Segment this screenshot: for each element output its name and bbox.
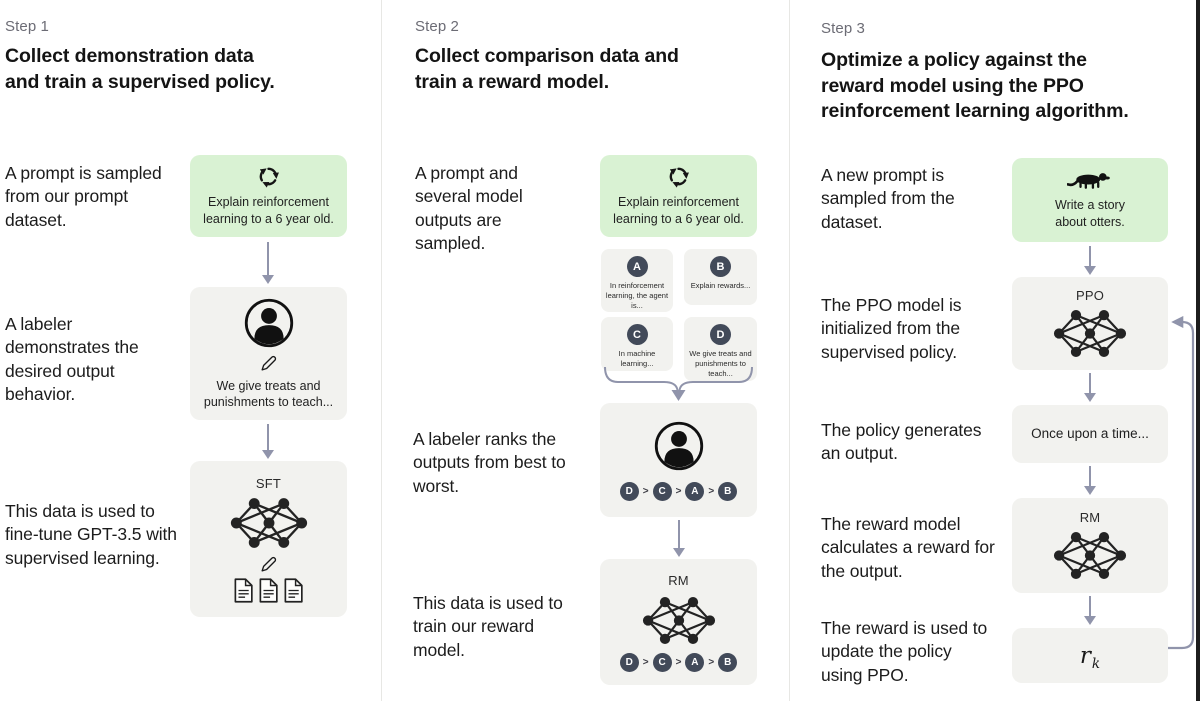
output-text-b: Explain rewards... — [690, 281, 751, 290]
pencil-icon — [259, 555, 278, 574]
step2-caption-sample: A prompt and several model outputs are s… — [415, 163, 523, 253]
step2-caption-rank: A labeler ranks the outputs from best to… — [413, 429, 566, 496]
step3-output-box: Once upon a time... — [1012, 405, 1168, 463]
sft-label: SFT — [255, 475, 282, 491]
step3-caption-update: The reward is used to update the policy … — [821, 618, 988, 685]
step2-prompt-text: Explain reinforcement learning to a 6 ye… — [613, 195, 744, 226]
step1-title: Collect demonstration data and train a s… — [5, 45, 275, 93]
output-box-b: B Explain rewards... — [684, 249, 757, 305]
arrow-down-icon — [267, 242, 269, 276]
step1-label: Step 1 — [5, 18, 49, 35]
step1-prompt-text: Explain reinforcement learning to a 6 ye… — [203, 195, 334, 226]
step3-title: Optimize a policy against the reward mod… — [821, 49, 1129, 123]
step1-sft-box: SFT — [190, 461, 347, 617]
step3-reward-box: r k — [1012, 628, 1168, 683]
step3-output-text: Once upon a time... — [1031, 426, 1149, 442]
rank-separator: > — [708, 485, 715, 497]
step1-labeler-text: We give treats and punishments to teach.… — [203, 378, 334, 410]
feedback-loop-arrow — [1168, 315, 1195, 650]
step1-caption-finetune: This data is used to fine-tune GPT-3.5 w… — [5, 501, 177, 568]
rank-separator: > — [675, 656, 682, 668]
step1-labeler-box: We give treats and punishments to teach.… — [190, 287, 347, 420]
output-badge-c: C — [626, 324, 648, 345]
step3-caption-output: The policy generates an output. — [821, 420, 982, 464]
rank-badge: B — [718, 481, 738, 501]
step3-caption-init: The PPO model is initialized from the su… — [821, 295, 962, 362]
arrow-down-icon — [678, 520, 680, 549]
output-badge-a: A — [626, 256, 648, 277]
rm-label: RM — [668, 572, 689, 588]
ranking-row: D > C > A > B — [619, 481, 738, 501]
output-text-a: In reinforcement learning, the agent is.… — [605, 281, 669, 310]
reward-symbol-r: r — [1079, 642, 1091, 669]
otter-icon — [1067, 170, 1113, 190]
step2-label: Step 2 — [415, 18, 459, 35]
person-icon — [653, 420, 705, 472]
step3-prompt-text: Write a story about otters. — [1055, 198, 1125, 229]
output-text-d: We give treats and punishments to teach.… — [689, 349, 752, 378]
arrow-down-icon — [1089, 596, 1091, 617]
rm-label: RM — [1079, 509, 1101, 525]
output-box-d: D We give treats and punishments to teac… — [684, 317, 757, 381]
cycle-icon — [667, 165, 690, 188]
document-icon — [258, 578, 279, 603]
column-divider-2 — [789, 0, 790, 701]
rank-badge: B — [718, 652, 738, 672]
cycle-icon — [257, 165, 280, 188]
bracket-merge-arrow — [604, 366, 753, 401]
output-box-c: C In machine learning... — [601, 317, 673, 371]
step1-prompt-box: Explain reinforcement learning to a 6 ye… — [190, 155, 347, 237]
step3-caption-sample: A new prompt is sampled from the dataset… — [821, 165, 955, 232]
arrow-down-icon — [1089, 466, 1091, 487]
arrow-down-icon — [1089, 373, 1091, 394]
step2-title: Collect comparison data and train a rewa… — [415, 45, 679, 93]
rank-separator: > — [642, 485, 649, 497]
rank-badge: A — [685, 652, 705, 672]
output-box-a: A In reinforcement learning, the agent i… — [601, 249, 673, 312]
rank-separator: > — [708, 656, 715, 668]
column-divider-1 — [381, 0, 382, 701]
output-badge-b: B — [710, 256, 731, 277]
pencil-icon — [259, 354, 278, 373]
document-icon — [283, 578, 304, 603]
network-icon — [230, 495, 308, 551]
ranking-row: D > C > A > B — [619, 652, 738, 672]
documents-icon — [233, 578, 304, 603]
network-icon — [642, 594, 716, 647]
reward-symbol: r k — [1079, 642, 1101, 672]
network-icon — [1053, 307, 1127, 360]
reward-symbol-subscript: k — [1091, 655, 1101, 672]
rank-badge: D — [619, 481, 639, 501]
step3-prompt-box: Write a story about otters. — [1012, 158, 1168, 242]
network-icon — [1053, 529, 1127, 582]
step3-label: Step 3 — [821, 20, 865, 37]
rank-badge: D — [619, 652, 639, 672]
step1-caption-labeler: A labeler demonstrates the desired outpu… — [5, 314, 139, 404]
rank-badge: A — [685, 481, 705, 501]
step3-caption-reward: The reward model calculates a reward for… — [821, 514, 995, 581]
document-icon — [233, 578, 254, 603]
right-edge-strip — [1196, 0, 1200, 701]
person-icon — [243, 297, 295, 349]
arrow-down-icon — [1089, 246, 1091, 267]
step2-prompt-box: Explain reinforcement learning to a 6 ye… — [600, 155, 757, 237]
step2-labeler-box: D > C > A > B — [600, 403, 757, 517]
ppo-label: PPO — [1075, 287, 1105, 303]
rank-badge: C — [652, 652, 672, 672]
rank-separator: > — [675, 485, 682, 497]
step2-rm-box: RM D > C > A > B — [600, 559, 757, 685]
output-badge-d: D — [710, 324, 731, 345]
step3-rm-box: RM — [1012, 498, 1168, 593]
output-text-c: In machine learning... — [618, 349, 656, 368]
rank-separator: > — [642, 656, 649, 668]
step1-caption-sample: A prompt is sampled from our prompt data… — [5, 163, 162, 230]
rank-badge: C — [652, 481, 672, 501]
step3-ppo-box: PPO — [1012, 277, 1168, 370]
step2-caption-train: This data is used to train our reward mo… — [413, 593, 563, 660]
arrow-down-icon — [267, 424, 269, 451]
